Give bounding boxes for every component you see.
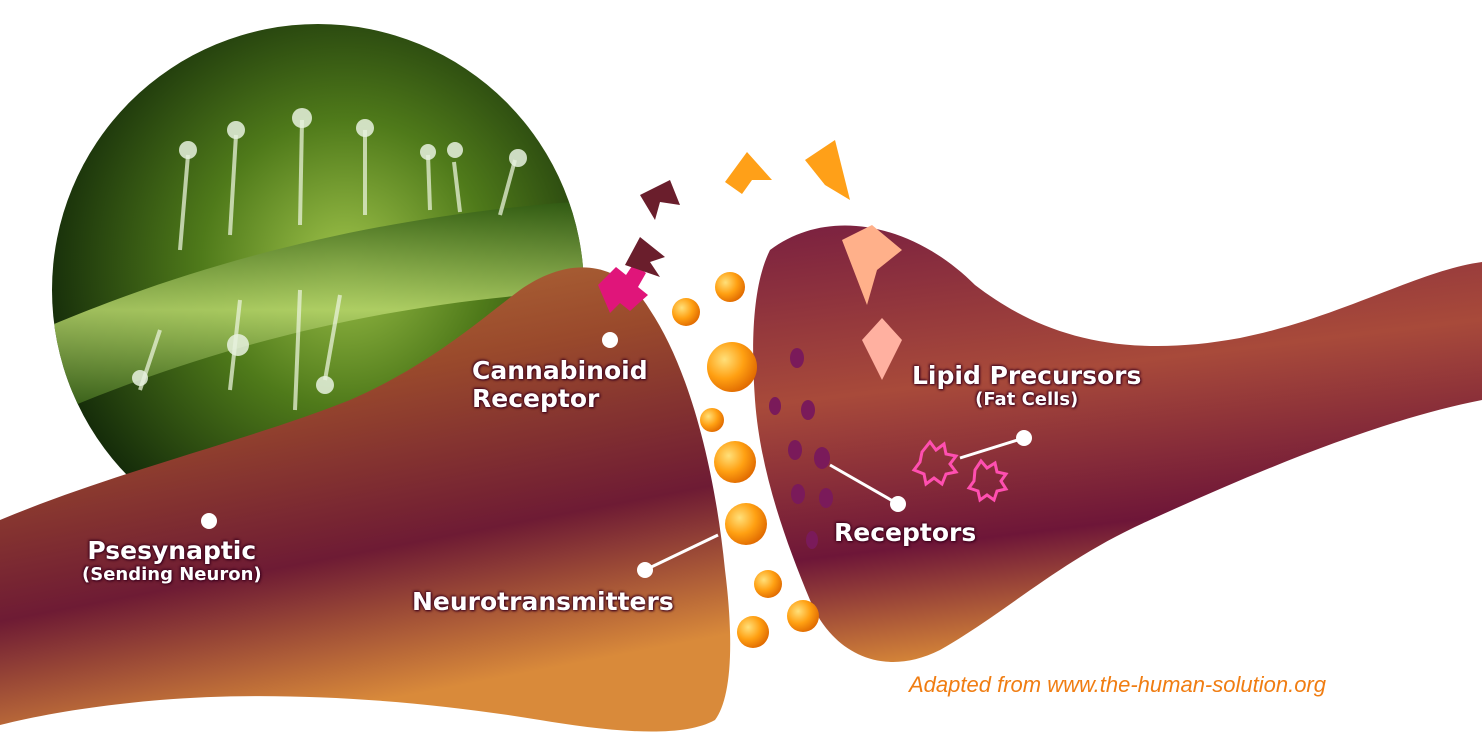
receptors-label: Receptors [834,519,976,547]
lipid-precursors-label: Lipid Precursors (Fat Cells) [912,362,1141,409]
presynaptic-label: Psesynaptic (Sending Neuron) [82,537,262,584]
neurotransmitters-label: Neurotransmitters [412,588,674,616]
source-credit: Adapted from www.the-human-solution.org [909,672,1326,698]
cannabinoid-receptor-label: Cannabinoid Receptor [472,357,648,412]
